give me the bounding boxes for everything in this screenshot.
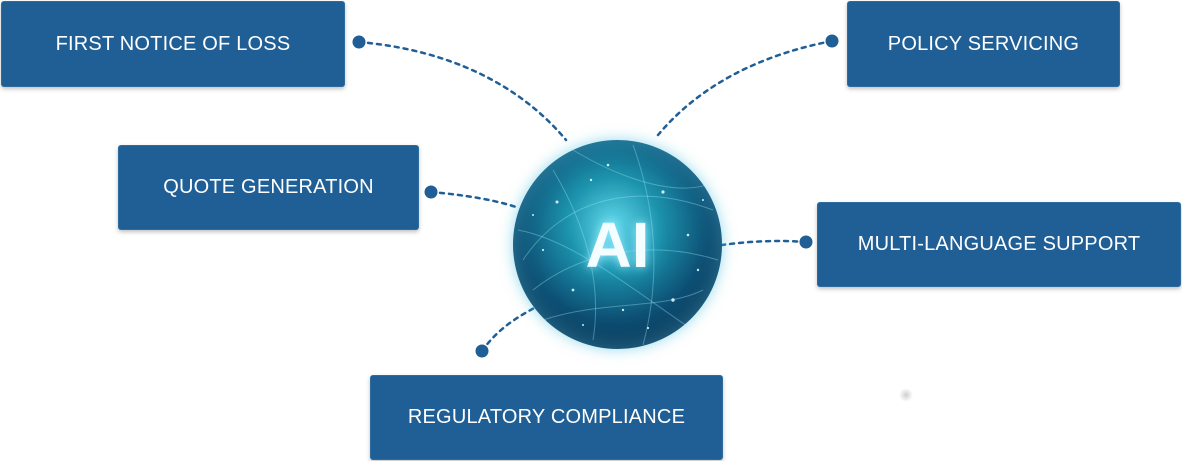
connector-regulatory (480, 304, 540, 353)
node-label: REGULATORY COMPLIANCE (407, 406, 686, 428)
ai-label: AI (585, 208, 650, 281)
node-quote-generation: QUOTE GENERATION (118, 145, 419, 230)
connector-first-notice (357, 40, 568, 142)
connector-policy (656, 39, 834, 137)
connector-dot-quote (424, 185, 438, 199)
node-label: POLICY SERVICING (887, 32, 1080, 55)
ai-globe: AI (513, 140, 722, 349)
connector-dot-policy (825, 34, 839, 48)
node-multi-language-support: MULTI-LANGUAGE SUPPORT (817, 202, 1181, 287)
node-regulatory-compliance: REGULATORY COMPLIANCE (370, 375, 723, 460)
connector-dot-multi (799, 235, 813, 249)
connector-dot-first-notice (352, 35, 366, 49)
node-policy-servicing: POLICY SERVICING (847, 1, 1120, 87)
node-label: MULTI-LANGUAGE SUPPORT (857, 233, 1141, 255)
connector-quote (429, 190, 518, 209)
node-first-notice-of-loss: FIRST NOTICE OF LOSS (1, 1, 345, 87)
background-smudge (899, 388, 913, 402)
node-label: QUOTE GENERATION (163, 176, 374, 198)
connector-multi (720, 239, 808, 247)
node-label: FIRST NOTICE OF LOSS (55, 32, 291, 55)
connector-dot-regulatory (475, 344, 489, 358)
globe-network-decoration (517, 144, 719, 346)
